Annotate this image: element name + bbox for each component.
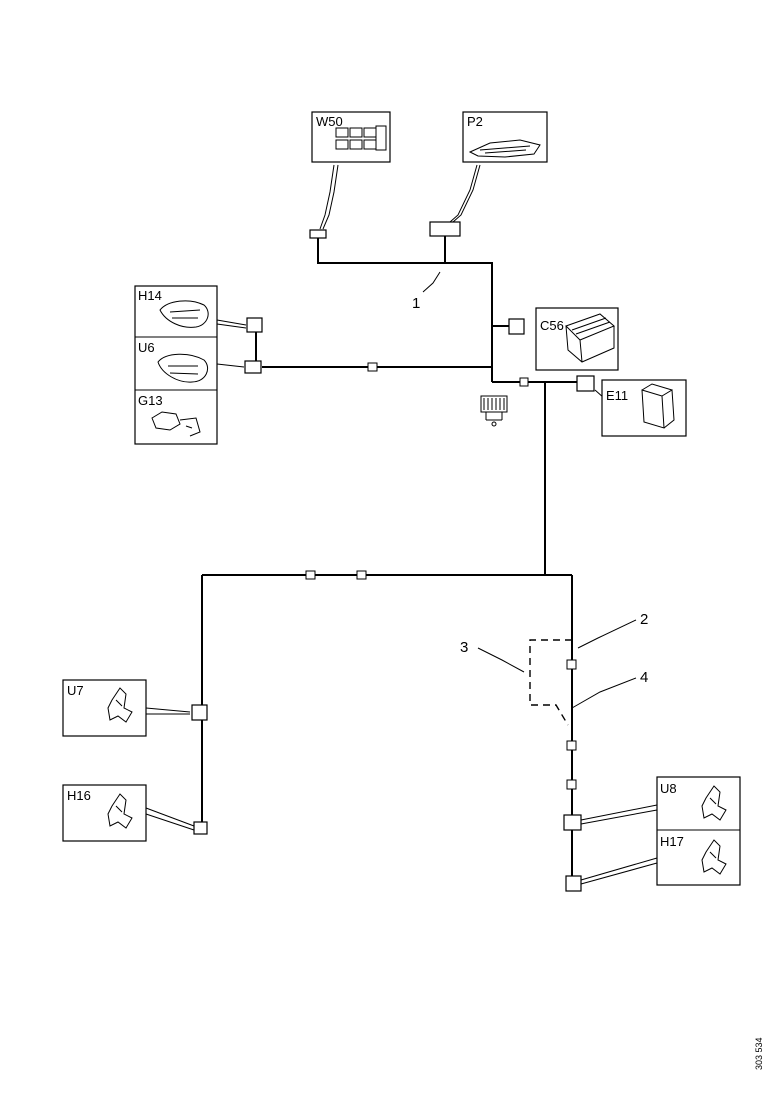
callout-3: 3	[460, 639, 468, 656]
inline-connector	[566, 779, 577, 790]
component-label-e11: E11	[606, 388, 628, 403]
connectors	[191, 221, 595, 892]
connector-h16	[193, 821, 208, 835]
leader-lines	[145, 164, 658, 885]
lamp-unit-icon	[157, 353, 208, 383]
inline-connector	[356, 570, 367, 580]
control-unit-icon	[565, 313, 615, 363]
horn-icon	[151, 411, 201, 437]
callout-1: 1	[412, 295, 420, 312]
component-label-h14: H14	[138, 288, 162, 303]
module-icon	[641, 383, 675, 429]
light-assembly-icon	[701, 839, 727, 875]
component-label-c56: C56	[540, 318, 564, 333]
component-stack-left: H14 U6 G13	[134, 285, 218, 445]
callout-4: 4	[640, 669, 648, 686]
panel-icon	[468, 139, 541, 158]
component-u7: U7	[62, 679, 147, 737]
inline-connector	[367, 362, 378, 372]
connector-p2	[429, 221, 461, 237]
optional-route	[529, 639, 572, 726]
component-label-u7: U7	[67, 683, 84, 698]
inline-connector	[566, 659, 577, 670]
connector-u6	[244, 360, 262, 374]
connector-u7	[191, 704, 208, 721]
lamp-unit-icon	[159, 300, 209, 328]
connector-h17	[565, 875, 582, 892]
component-p2: P2	[462, 111, 548, 163]
callout-2: 2	[640, 611, 648, 628]
component-c56: C56	[535, 307, 619, 371]
component-label-g13: G13	[138, 393, 163, 408]
component-label-u8: U8	[660, 781, 677, 796]
inline-connector	[519, 377, 529, 387]
light-assembly-icon	[107, 687, 133, 723]
connector-c56	[508, 318, 525, 335]
relay-block-icon	[335, 125, 387, 151]
inline-connector	[305, 570, 316, 580]
light-assembly-icon	[701, 785, 727, 821]
component-w50: W50	[311, 111, 391, 163]
connector-w50	[309, 229, 327, 239]
component-label-u6: U6	[138, 340, 155, 355]
ground-block-icon	[480, 395, 508, 427]
component-h16: H16	[62, 784, 147, 842]
light-assembly-icon	[107, 793, 133, 829]
figure-code: 303 534	[754, 1037, 764, 1070]
connector-e11	[576, 375, 595, 392]
component-label-h16: H16	[67, 788, 91, 803]
component-label-h17: H17	[660, 834, 684, 849]
component-stack-right: U8 H17	[656, 776, 741, 886]
connector-h14	[246, 317, 263, 333]
component-label-w50: W50	[316, 114, 343, 129]
callout-leaders	[422, 271, 637, 709]
component-label-p2: P2	[467, 114, 483, 129]
component-e11: E11	[601, 379, 687, 437]
inline-connector	[566, 740, 577, 751]
connector-u8	[563, 814, 582, 831]
